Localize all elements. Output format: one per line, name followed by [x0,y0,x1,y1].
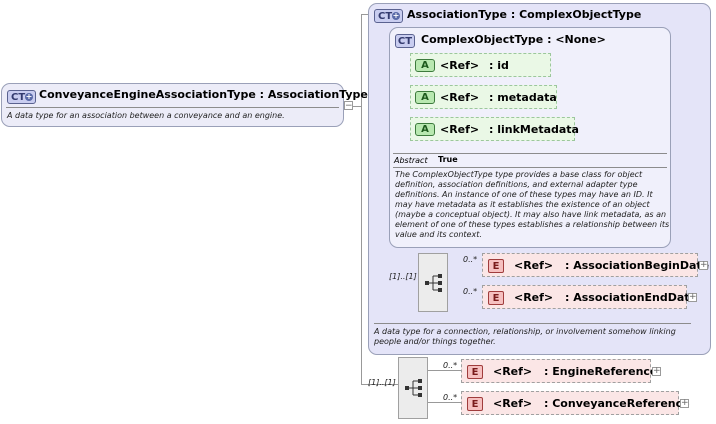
element-cardinality: 0..* [443,361,458,370]
sequence-icon [425,274,442,292]
complex-type-badge: CT+ [374,9,403,23]
element-association-begin-date[interactable]: E <Ref> : AssociationBeginDate [482,253,709,277]
element-association-end-date[interactable]: E <Ref> : AssociationEndDate [482,285,697,309]
sequence-compositor[interactable] [418,253,448,312]
base-type: ComplexObjectType [519,8,642,21]
divider [393,153,667,154]
attribute-linkmetadata[interactable]: A <Ref> : linkMetadata [410,117,579,141]
element-ref: <Ref> [514,259,554,272]
base-type: AssociationType [267,88,368,101]
plus-icon: + [25,92,33,101]
attribute-badge: A [415,91,435,104]
abstract-label: Abstract [394,156,428,165]
attribute-badge: A [415,123,435,136]
divider [374,323,691,324]
type-name: AssociationType [407,8,507,21]
element-badge: E [488,259,504,273]
element-cardinality: 0..* [463,255,478,264]
collapse-icon[interactable]: − [344,101,353,111]
sequence-icon [405,379,422,397]
element-ref: <Ref> [493,397,533,410]
connector [428,402,461,403]
element-conveyance-reference[interactable]: E <Ref> : ConveyanceReference [461,391,690,415]
plus-icon: + [392,11,400,20]
attribute-ref: <Ref> [440,123,480,136]
type-description: A data type for a connection, relationsh… [374,327,676,346]
divider [393,167,667,168]
element-ref: <Ref> [493,365,533,378]
attribute-id[interactable]: A <Ref> : id [410,53,551,77]
connector [428,370,461,371]
expand-icon[interactable]: + [688,292,697,302]
attribute-ref: <Ref> [440,59,480,72]
expand-icon[interactable]: + [652,366,661,376]
attribute-ref: <Ref> [440,91,480,104]
attribute-name: : metadata [489,91,557,104]
element-cardinality: 0..* [443,393,458,402]
attribute-metadata[interactable]: A <Ref> : metadata [410,85,557,109]
element-name: : AssociationEndDate [565,291,698,304]
element-name: : ConveyanceReference [544,397,690,410]
type-name: ConveyanceEngineAssociationType [39,88,256,101]
element-badge: E [488,291,504,305]
attribute-name: : linkMetadata [489,123,579,136]
element-ref: <Ref> [514,291,554,304]
expand-icon[interactable]: + [680,398,689,408]
element-badge: E [467,397,483,411]
divider [6,107,339,108]
element-name: : EngineReference [544,365,658,378]
connector [361,384,398,385]
abstract-value: True [438,155,458,164]
root-complex-type[interactable]: CT+ ConveyanceEngineAssociationType : As… [1,83,368,127]
element-name: : AssociationBeginDate [565,259,710,272]
type-description: The ComplexObjectType type provides a ba… [395,170,670,239]
element-engine-reference[interactable]: E <Ref> : EngineReference [461,359,657,383]
complex-type-badge: CT+ [7,90,36,104]
sequence-cardinality: [1]..[1] [389,272,417,281]
attribute-badge: A [415,59,435,72]
connector [361,14,369,15]
sequence-cardinality: [1]..[1] [368,378,396,387]
attribute-name: : id [489,59,509,72]
connector [361,14,362,384]
type-description: A data type for an association between a… [7,111,285,120]
element-cardinality: 0..* [463,287,478,296]
type-name: ComplexObjectType [421,33,544,46]
element-badge: E [467,365,483,379]
base-type: <None> [555,33,606,46]
complex-type-badge: CT [395,34,415,48]
sequence-compositor[interactable] [398,357,428,419]
expand-icon[interactable]: + [699,260,708,270]
